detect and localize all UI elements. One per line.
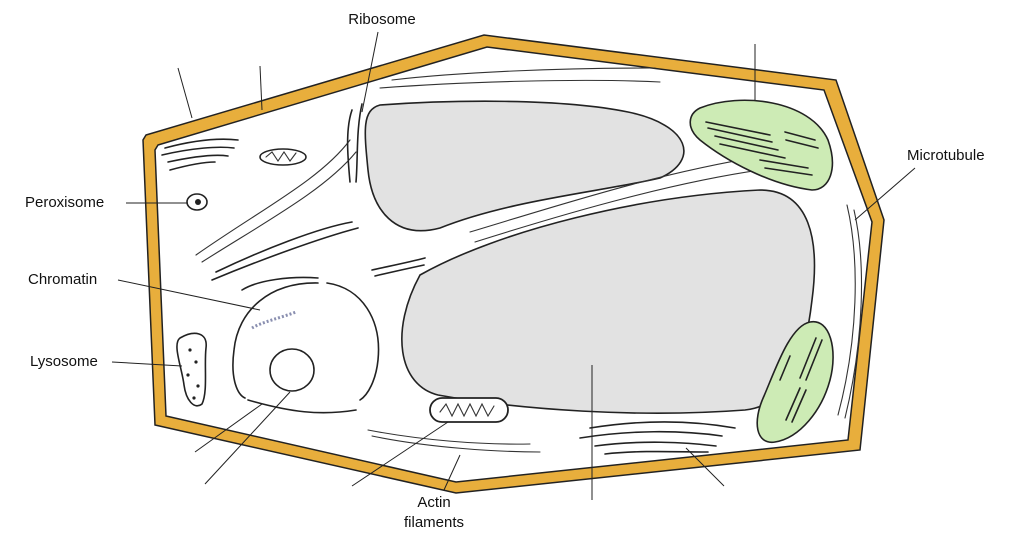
- cytoplasm-strand: [201, 151, 357, 263]
- cytoplasm-strand: [367, 429, 531, 445]
- leader-nucleus-2: [204, 391, 291, 485]
- chloroplast-top: [689, 99, 834, 191]
- label-chromatin: Chromatin: [28, 271, 98, 288]
- lysosome: [176, 332, 207, 407]
- vacuole-upper: [364, 100, 685, 232]
- label-actin-line1: Actin: [417, 494, 451, 511]
- leader-golgi-bottom: [685, 447, 725, 487]
- chloroplast-right: [756, 321, 834, 443]
- cytoplasm-strand: [469, 154, 771, 233]
- label-peroxisome: Peroxisome: [25, 194, 105, 211]
- label-ribosome: Ribosome: [348, 11, 416, 28]
- cytoplasm-strand: [391, 67, 656, 81]
- golgi-bottom: [579, 421, 736, 455]
- leader-nucleus-1: [194, 403, 263, 453]
- peroxisome: [186, 193, 208, 211]
- leader-ribosome: [361, 31, 379, 113]
- leader-microtubule: [854, 167, 916, 221]
- leader-mitochondrion: [351, 421, 449, 487]
- rough-er: [211, 103, 426, 281]
- cytoplasm-strand: [379, 79, 661, 89]
- label-actin-line2: filaments: [403, 514, 465, 531]
- leader-lysosome: [111, 361, 183, 367]
- microtubule: [837, 204, 856, 416]
- cytoplasm-strand: [371, 435, 541, 453]
- nucleolus: [269, 348, 315, 392]
- mitochondrion-top: [259, 148, 307, 166]
- cytoplasm-strand: [474, 167, 776, 243]
- nucleus: [232, 276, 380, 414]
- leader-chromatin: [117, 279, 261, 311]
- microtubule: [844, 209, 863, 419]
- mitochondrion-bottom: [429, 397, 509, 423]
- leader-actin: [443, 454, 461, 491]
- golgi-left: [161, 138, 239, 171]
- label-lysosome: Lysosome: [30, 353, 98, 370]
- leader-wall-1: [177, 67, 193, 119]
- cytoplasm-strand: [195, 139, 351, 256]
- leader-wall-2: [259, 65, 263, 111]
- label-microtubule: Microtubule: [907, 147, 985, 164]
